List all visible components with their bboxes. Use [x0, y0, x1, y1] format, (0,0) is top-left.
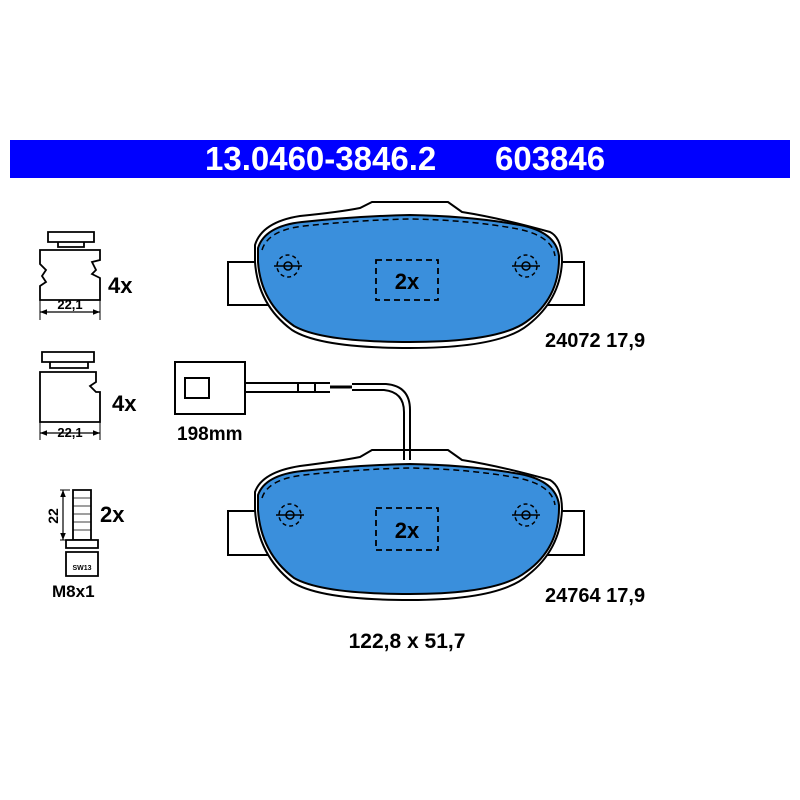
- header-banner: 13.0460-3846.2 603846: [10, 140, 790, 178]
- retaining-clip-1: [39, 231, 101, 320]
- clip-2-quantity: 4x: [112, 391, 137, 416]
- bolt-quantity: 2x: [100, 502, 125, 527]
- bolt-wrench-mark: SW13: [72, 565, 91, 572]
- bolt-thread: M8x1: [52, 582, 95, 601]
- friction-lining: [257, 213, 561, 344]
- sensor-wire: [352, 383, 411, 460]
- hole-right: [512, 503, 540, 527]
- pad-dimensions: 122,8 x 51,7: [349, 630, 466, 653]
- clip-1-width: 22,1: [57, 297, 82, 312]
- hole-left: [274, 254, 302, 278]
- hole-right: [512, 254, 540, 278]
- pad-lower-code: 24764 17,9: [545, 585, 645, 607]
- pad-upper-code: 24072 17,9: [545, 330, 645, 352]
- hole-left: [276, 503, 304, 527]
- pad-lower-quantity: 2x: [395, 518, 420, 543]
- friction-lining: [257, 462, 561, 596]
- brake-pad-lower: [227, 449, 585, 602]
- sensor-length: 198mm: [177, 424, 243, 445]
- quantity-box: [375, 259, 439, 301]
- clip-1-quantity: 4x: [108, 273, 133, 298]
- retaining-clip-2: [39, 351, 101, 440]
- part-number: 13.0460-3846.2: [205, 140, 437, 177]
- brake-pad-upper: [227, 201, 585, 350]
- guide-bolt: [60, 489, 99, 577]
- wear-sensor: [174, 361, 411, 460]
- quantity-box: [375, 507, 439, 551]
- alt-number: 603846: [495, 140, 606, 177]
- bolt-length: 22: [45, 508, 61, 524]
- clip-2-width: 22,1: [57, 425, 82, 440]
- pad-upper-quantity: 2x: [395, 269, 420, 294]
